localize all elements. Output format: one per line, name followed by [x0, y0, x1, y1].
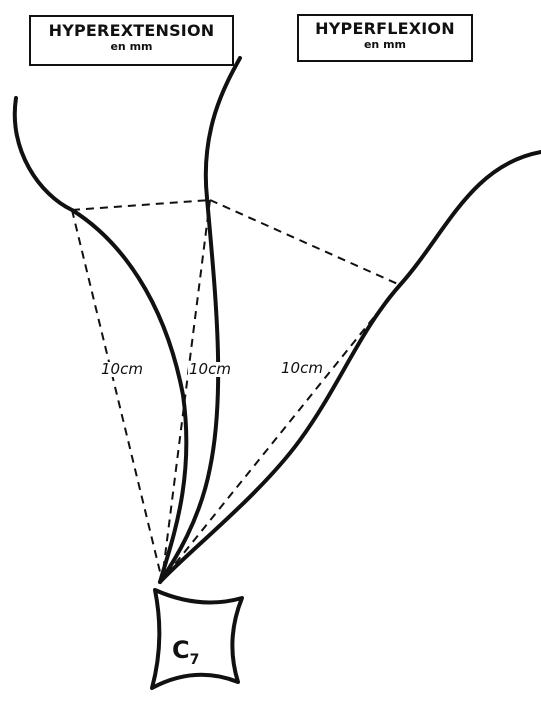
hyperextension-curve — [15, 98, 187, 582]
neutral-curve — [160, 58, 240, 582]
distance-label-hyperflexion: 10cm — [280, 361, 324, 376]
top-connector-left — [72, 200, 210, 210]
radius-line-hyperextension — [72, 210, 162, 580]
hyperflexion-title: HYPERFLEXION — [299, 21, 471, 37]
vertebra-number: 7 — [190, 652, 200, 668]
hyperflexion-label-box: HYPERFLEXION en mm — [297, 14, 473, 62]
vertebra-label: C7 — [172, 638, 199, 667]
hyperextension-unit: en mm — [31, 41, 232, 52]
distance-label-hyperextension: 10cm — [100, 362, 144, 377]
dashed-lines — [72, 200, 400, 580]
distance-label-neutral: 10cm — [188, 362, 232, 377]
hyperextension-label-box: HYPEREXTENSION en mm — [29, 15, 234, 66]
hyperflexion-unit: en mm — [299, 39, 471, 50]
radius-line-hyperflexion — [162, 285, 400, 580]
radius-line-neutral — [162, 200, 210, 580]
hyperextension-title: HYPEREXTENSION — [31, 23, 232, 39]
vertebra-letter: C — [172, 636, 190, 664]
top-connector-right — [210, 200, 400, 285]
